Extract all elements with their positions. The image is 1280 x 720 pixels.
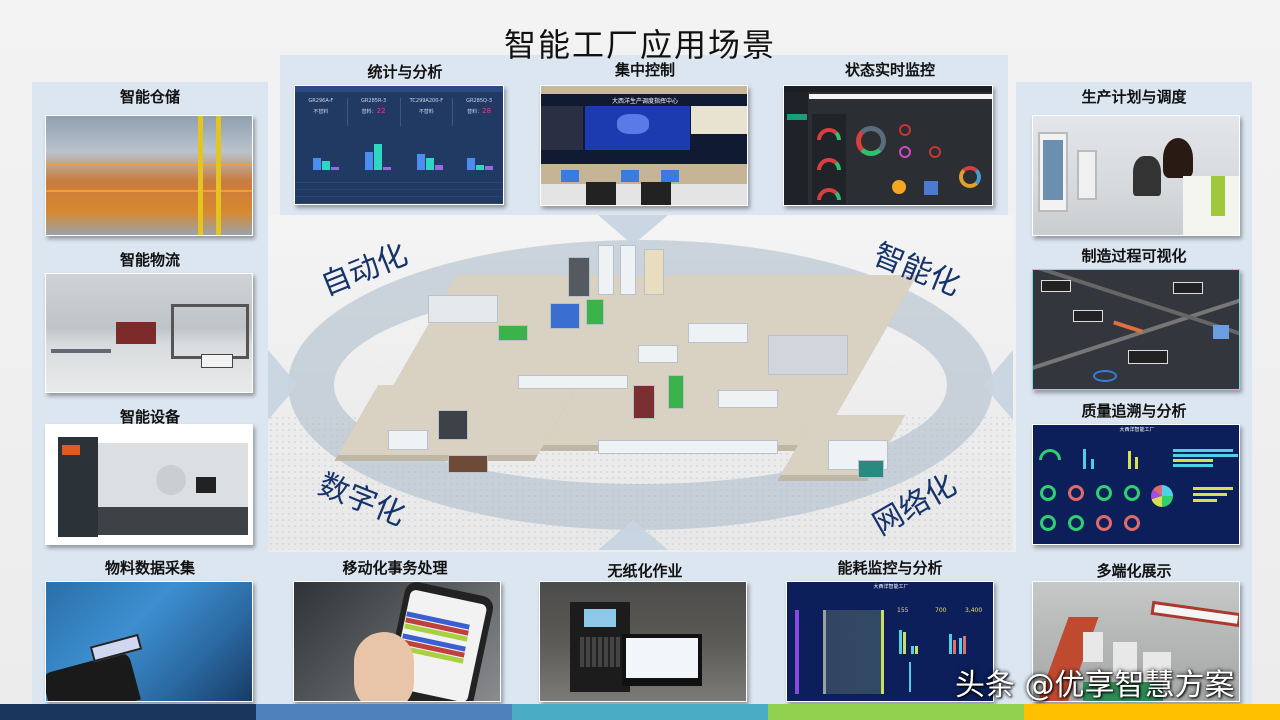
stat-item-value: 28 <box>482 107 492 115</box>
label-multi-terminal-display: 多端化展示 <box>1096 562 1172 580</box>
control-screen-title: 大西洋生产调度指挥中心 <box>611 98 678 105</box>
label-smart-warehouse: 智能仓储 <box>119 88 180 106</box>
workshop-image <box>1032 581 1240 702</box>
footer-bar-2 <box>256 704 512 720</box>
quality-dashboard-title: 大西洋智能工厂 <box>1119 427 1155 433</box>
realtime-monitoring-image <box>783 85 993 206</box>
paperless-terminal-image <box>539 581 747 702</box>
stat-item-code: GR285R-3 <box>361 98 387 104</box>
energy-stat: 3,400 <box>965 607 983 614</box>
page-title: 智能工厂应用场景 <box>503 26 776 64</box>
arrow-left-icon <box>268 350 298 420</box>
stat-item-status: 不替料 <box>313 109 329 115</box>
energy-dashboard-image: 大西洋智能工厂 155 700 3,400 <box>786 581 994 702</box>
material-scanning-image <box>45 581 253 702</box>
stat-item-code: GR296A-F <box>308 98 334 104</box>
label-mobile-transactions: 移动化事务处理 <box>342 559 448 577</box>
energy-stat: 700 <box>935 607 947 614</box>
label-material-data-collection: 物料数据采集 <box>104 559 195 577</box>
energy-dashboard-title: 大西洋智能工厂 <box>873 584 909 590</box>
label-smart-logistics: 智能物流 <box>119 251 180 269</box>
arrow-top-icon <box>598 215 668 245</box>
stat-item-code: GR285Q-3 <box>466 98 493 104</box>
smart-factory-diagram: 自动化 智能化 数字化 网络化 <box>268 215 1013 550</box>
label-realtime-monitoring: 状态实时监控 <box>844 61 935 79</box>
mobile-phone-image <box>293 581 501 702</box>
watermark: 头条 @优享智慧方案 <box>955 668 1235 703</box>
arrow-right-icon <box>983 350 1013 420</box>
cnc-machine-image <box>45 424 253 545</box>
statistics-dashboard-image: GR296A-F 不替料 GR285R-3 替料：22 TC299A200-F … <box>294 85 504 205</box>
planning-office-image <box>1032 115 1240 236</box>
label-quality-traceability: 质量追溯与分析 <box>1081 402 1187 420</box>
label-energy-monitoring: 能耗监控与分析 <box>837 559 943 577</box>
arrow-bottom-icon <box>598 520 668 550</box>
footer-bar-5 <box>1024 704 1280 720</box>
stat-item-value: 22 <box>376 107 386 115</box>
footer-bar-1 <box>0 704 256 720</box>
agv-logistics-image <box>45 273 253 393</box>
footer-bar-4 <box>768 704 1024 720</box>
energy-stat: 155 <box>897 607 909 614</box>
label-statistics-analysis: 统计与分析 <box>367 63 443 81</box>
label-paperless-operation: 无纸化作业 <box>607 562 683 580</box>
label-centralized-control: 集中控制 <box>614 61 675 79</box>
process-visualization-image <box>1032 269 1240 390</box>
stat-item-code: TC299A200-F <box>409 98 444 104</box>
control-center-image: 大西洋生产调度指挥中心 <box>540 85 748 206</box>
stat-item-status: 替料： <box>361 109 377 115</box>
quality-dashboard-image: 大西洋智能工厂 <box>1032 424 1240 545</box>
footer-bar-3 <box>512 704 768 720</box>
label-smart-equipment: 智能设备 <box>119 408 180 426</box>
automated-warehouse-image <box>45 115 253 236</box>
label-process-visualization: 制造过程可视化 <box>1081 247 1187 265</box>
stat-item-status: 替料： <box>467 109 483 115</box>
label-production-planning: 生产计划与调度 <box>1081 88 1187 106</box>
stat-item-status: 不替料 <box>418 109 434 115</box>
